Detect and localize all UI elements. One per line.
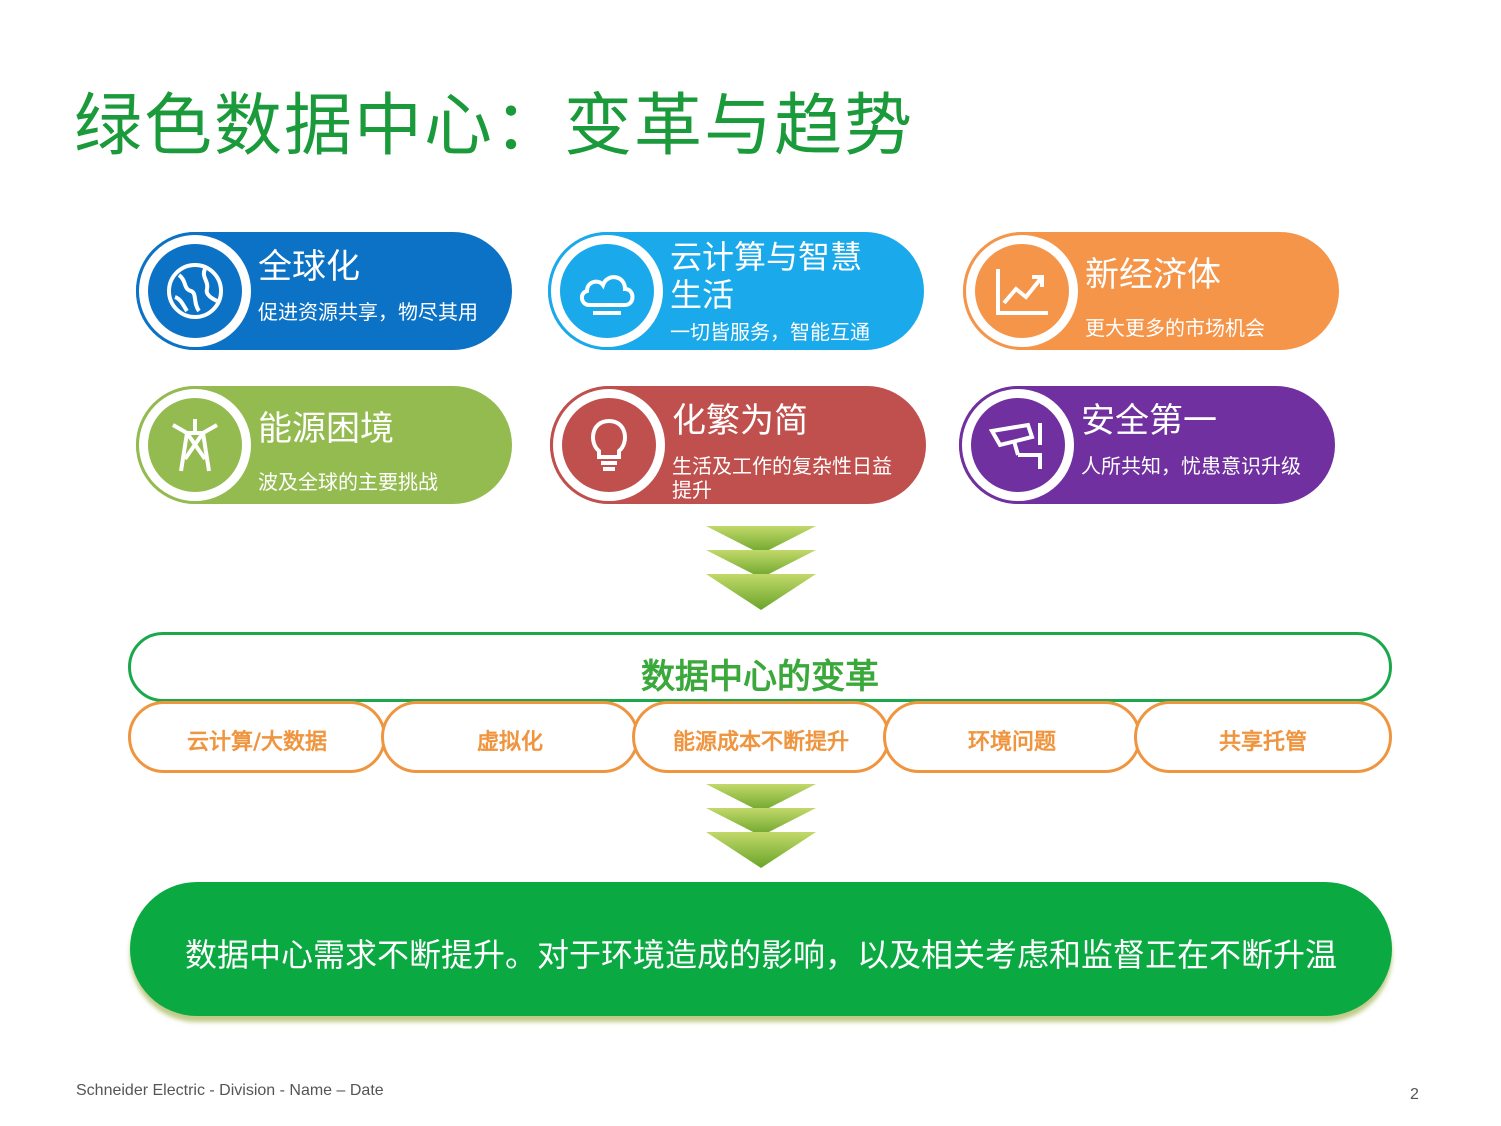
conclusion-text: 数据中心需求不断提升。对于环境造成的影响，以及相关考虑和监督正在不断升温 xyxy=(184,936,1337,974)
cloud-icon xyxy=(580,275,635,315)
slide-title: 绿色数据中心：变革与趋势 xyxy=(74,87,915,166)
transformation-heading: 数据中心的变革 xyxy=(641,657,879,697)
transformation-item-label: 云计算/大数据 xyxy=(186,730,328,755)
trend-subtitle: 波及全球的主要挑战 xyxy=(258,470,438,494)
security-camera-icon xyxy=(988,422,1042,469)
trend-title: 全球化 xyxy=(258,247,360,287)
transformation-item-label: 环境问题 xyxy=(967,730,1056,755)
trend-subtitle: 更大更多的市场机会 xyxy=(1085,316,1265,340)
trend-cloud-computing: 云计算与智慧生活 一切皆服务，智能互通 xyxy=(548,232,924,350)
footer-text: Schneider Electric - Division - Name – D… xyxy=(76,1082,384,1099)
trend-title: 云计算与智慧生活 xyxy=(670,238,863,314)
transformation-item: 虚拟化 xyxy=(381,701,639,773)
trend-energy-dilemma: 能源困境 波及全球的主要挑战 xyxy=(136,386,512,504)
trend-simplify: 化繁为简 生活及工作的复杂性日益提升 xyxy=(550,386,926,504)
trend-new-economy: 新经济体 更大更多的市场机会 xyxy=(963,232,1339,350)
trend-title: 化繁为简 xyxy=(672,401,808,441)
growth-chart-icon xyxy=(996,269,1048,315)
transformation-item: 能源成本不断提升 xyxy=(632,701,890,773)
transformation-item: 云计算/大数据 xyxy=(128,701,386,773)
trend-title: 新经济体 xyxy=(1085,255,1221,295)
trend-subtitle: 促进资源共享，物尽其用 xyxy=(258,300,478,324)
trend-title: 能源困境 xyxy=(258,409,394,449)
transformation-heading-band: 数据中心的变革 xyxy=(128,632,1392,702)
transformation-item-label: 虚拟化 xyxy=(476,730,543,755)
transformation-item-label: 能源成本不断提升 xyxy=(672,730,849,755)
trend-subtitle: 一切皆服务，智能互通 xyxy=(670,320,870,344)
globe-icon xyxy=(167,263,223,319)
transformation-item: 共享托管 xyxy=(1134,701,1392,773)
conclusion-banner: 数据中心需求不断提升。对于环境造成的影响，以及相关考虑和监督正在不断升温 xyxy=(130,882,1392,1016)
page-number: 2 xyxy=(1410,1086,1419,1103)
trend-title: 安全第一 xyxy=(1081,401,1217,441)
trend-globalization: 全球化 促进资源共享，物尽其用 xyxy=(136,232,512,350)
trend-subtitle: 人所共知，忧患意识升级 xyxy=(1081,454,1301,478)
lightbulb-icon xyxy=(591,418,627,471)
trend-subtitle: 生活及工作的复杂性日益提升 xyxy=(672,454,892,502)
down-chevrons-icon xyxy=(706,784,816,868)
power-tower-icon xyxy=(172,419,218,472)
transformation-item: 环境问题 xyxy=(883,701,1141,773)
down-chevrons-icon xyxy=(706,526,816,610)
trend-safety-first: 安全第一 人所共知，忧患意识升级 xyxy=(959,386,1335,504)
transformation-item-label: 共享托管 xyxy=(1218,730,1307,755)
